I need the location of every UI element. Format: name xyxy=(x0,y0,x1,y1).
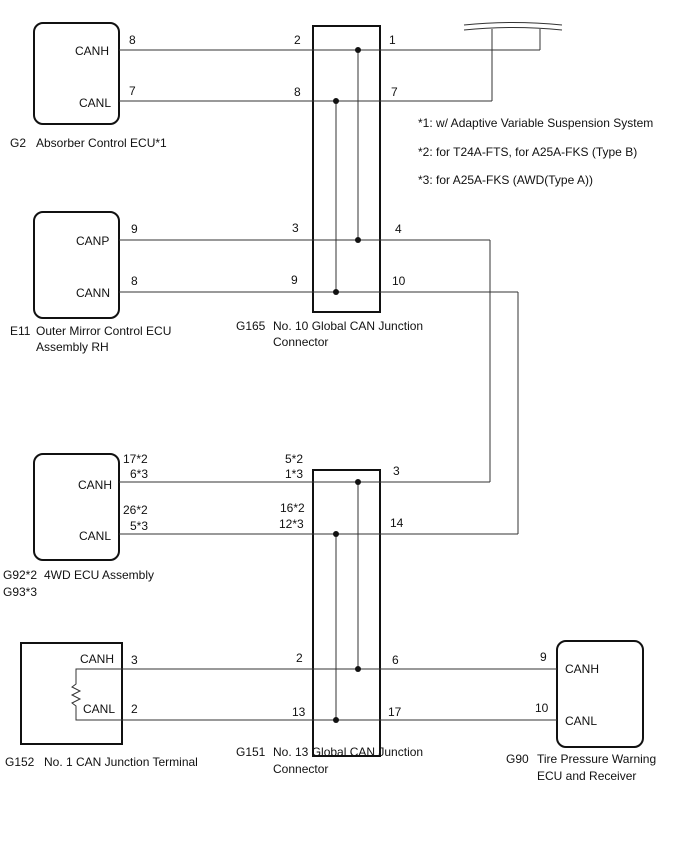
tpms-pin-l-num: 10 xyxy=(535,701,549,715)
ecu4wd-canh-label: CANH xyxy=(78,478,112,492)
tpms-code: G90 xyxy=(506,752,529,766)
junction-dot xyxy=(333,98,339,104)
g165-pin-7: 7 xyxy=(391,85,398,99)
g165-pin-2: 2 xyxy=(294,33,301,47)
junction-dot xyxy=(355,237,361,243)
junction-dot xyxy=(333,531,339,537)
g151-pin-top-a: 5*2 xyxy=(285,452,303,466)
g151-pin-6: 6 xyxy=(392,653,399,667)
tpms-pin-h-num: 9 xyxy=(540,650,547,664)
mirror-canp-label: CANP xyxy=(76,234,109,248)
tpms-canh-label: CANH xyxy=(565,662,599,676)
g165-pin-4: 4 xyxy=(395,222,402,236)
junction-dot xyxy=(333,717,339,723)
absorber-canl-label: CANL xyxy=(79,96,111,110)
ecu4wd-name: 4WD ECU Assembly xyxy=(44,568,154,582)
mirror-name-line1: Outer Mirror Control ECU xyxy=(36,324,171,338)
g165-pin-8: 8 xyxy=(294,85,301,99)
terminal-canl-label: CANL xyxy=(83,702,115,716)
ecu4wd-pin-l-b: 5*3 xyxy=(130,519,148,533)
mirror-code: E11 xyxy=(10,324,31,338)
g165-pin-9: 9 xyxy=(291,273,298,287)
termination-resistor-symbol xyxy=(70,668,122,721)
junction-dot xyxy=(355,479,361,485)
g151-code: G151 xyxy=(236,745,266,759)
g165-code: G165 xyxy=(236,319,266,333)
can-junction-terminal-box xyxy=(20,642,123,745)
absorber-name: Absorber Control ECU*1 xyxy=(36,136,167,150)
ecu4wd-pin-h-b: 6*3 xyxy=(130,467,148,481)
absorber-pin-h-num: 8 xyxy=(129,33,136,47)
absorber-canh-label: CANH xyxy=(75,44,109,58)
junction-dot xyxy=(333,289,339,295)
absorber-pin-l-num: 7 xyxy=(129,84,136,98)
ecu4wd-code-b: G93*3 xyxy=(3,585,37,599)
g165-pin-3: 3 xyxy=(292,221,299,235)
tpms-ecu-box xyxy=(556,640,644,748)
terminal-pin-h-num: 3 xyxy=(131,653,138,667)
note-3: *3: for A25A-FKS (AWD(Type A)) xyxy=(418,173,593,187)
mirror-name-line2: Assembly RH xyxy=(36,340,109,354)
mirror-ecu-box xyxy=(33,211,120,319)
note-2: *2: for T24A-FTS, for A25A-FKS (Type B) xyxy=(418,145,637,159)
g151-name-line2: Connector xyxy=(273,762,328,776)
mirror-cann-label: CANN xyxy=(76,286,110,300)
absorber-code: G2 xyxy=(10,136,26,150)
junction-dot xyxy=(355,666,361,672)
mirror-pin-p-num: 9 xyxy=(131,222,138,236)
junction-connector-g165 xyxy=(312,25,381,313)
absorber-ecu-box xyxy=(33,22,120,125)
g151-pin-2: 2 xyxy=(296,651,303,665)
note-1: *1: w/ Adaptive Variable Suspension Syst… xyxy=(418,116,653,130)
mirror-pin-n-num: 8 xyxy=(131,274,138,288)
tpms-name-line1: Tire Pressure Warning xyxy=(537,752,656,766)
ecu4wd-pin-l-a: 26*2 xyxy=(123,503,148,517)
g151-pin-14: 14 xyxy=(390,516,404,530)
ecu4wd-canl-label: CANL xyxy=(79,529,111,543)
g165-pin-10: 10 xyxy=(392,274,406,288)
junction-connector-g151 xyxy=(312,469,381,757)
terminal-name: No. 1 CAN Junction Terminal xyxy=(44,755,198,769)
terminal-pin-l-num: 2 xyxy=(131,702,138,716)
g165-name-line2: Connector xyxy=(273,335,328,349)
g151-pin-3: 3 xyxy=(393,464,400,478)
g165-name-line1: No. 10 Global CAN Junction xyxy=(273,319,423,333)
ecu4wd-pin-h-a: 17*2 xyxy=(123,452,148,466)
g165-pin-1: 1 xyxy=(389,33,396,47)
g151-name-line1: No. 13 Global CAN Junction xyxy=(273,745,423,759)
g151-pin-mid-a: 16*2 xyxy=(280,501,305,515)
tpms-canl-label: CANL xyxy=(565,714,597,728)
ecu-4wd-box xyxy=(33,453,120,561)
terminal-canh-label: CANH xyxy=(80,652,114,666)
junction-dot xyxy=(355,47,361,53)
g151-pin-17: 17 xyxy=(388,705,402,719)
ecu4wd-code-a: G92*2 xyxy=(3,568,37,582)
g151-pin-top-b: 1*3 xyxy=(285,467,303,481)
wire-continuation-break-2 xyxy=(463,27,563,31)
wire-continuation-break xyxy=(463,22,563,26)
g151-pin-13: 13 xyxy=(292,705,306,719)
tpms-name-line2: ECU and Receiver xyxy=(537,769,636,783)
g151-pin-mid-b: 12*3 xyxy=(279,517,304,531)
terminal-code: G152 xyxy=(5,755,35,769)
